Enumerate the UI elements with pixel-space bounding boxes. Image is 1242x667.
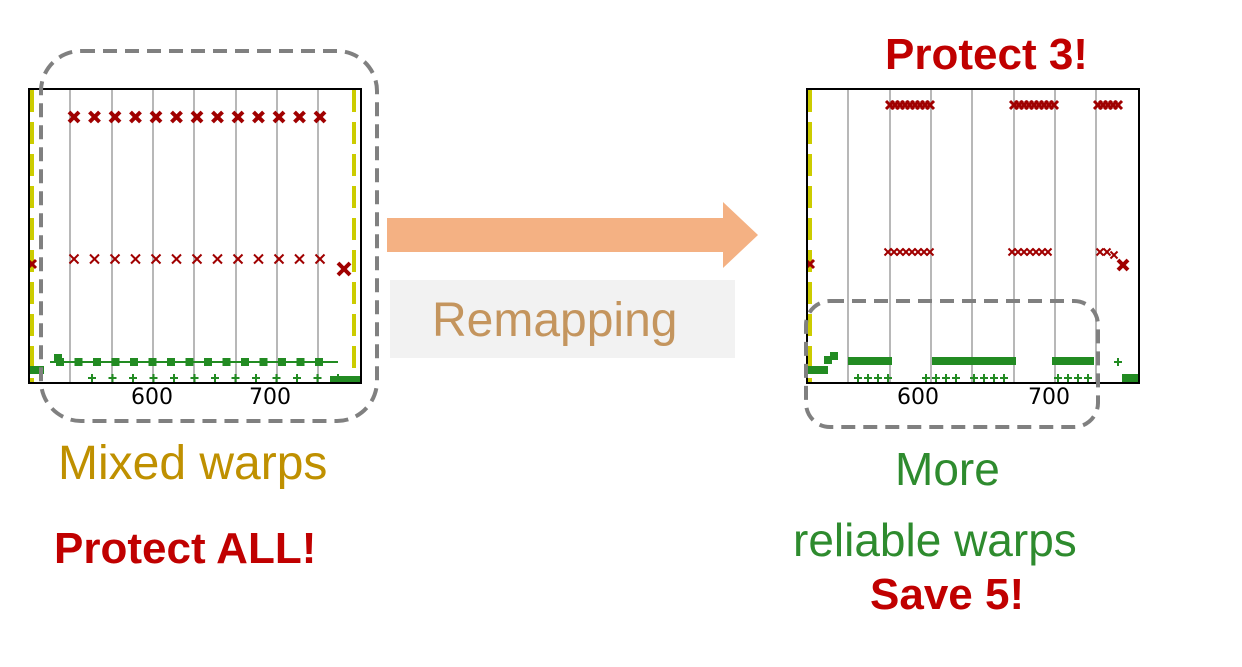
remapping-arrow (387, 202, 758, 268)
green-bar (1052, 357, 1094, 365)
x-marker (1102, 247, 1112, 257)
x-marker (212, 253, 223, 265)
x-marker (1095, 247, 1105, 257)
green-bar (932, 357, 1016, 365)
x-marker (89, 253, 100, 265)
x-marker (68, 253, 80, 265)
x-marker (252, 110, 265, 124)
left-dashed-box (39, 49, 379, 423)
green-bar (30, 366, 44, 374)
x-marker (129, 110, 142, 124)
x-marker (924, 99, 936, 111)
right-plot (806, 88, 1140, 384)
protect-3-label: Protect 3! (885, 30, 1088, 79)
square-marker (54, 354, 62, 362)
x-marker (273, 253, 285, 265)
save-5-label: Save 5! (870, 570, 1025, 619)
x-marker (272, 110, 286, 124)
square-marker (824, 356, 832, 364)
x-marker (1109, 250, 1119, 260)
x-marker (150, 253, 162, 265)
protect-all-label: Protect ALL! (54, 524, 317, 573)
x-marker (294, 253, 305, 265)
right-x-tick-700: 700 (1028, 385, 1070, 410)
x-marker (253, 253, 264, 265)
green-bar (330, 376, 360, 382)
green-bar (848, 357, 892, 365)
x-marker (88, 110, 101, 124)
x-marker (293, 110, 306, 124)
x-marker (30, 258, 38, 269)
more-caption: More (895, 443, 1000, 495)
x-marker (231, 110, 245, 124)
right-dashed-box (804, 299, 1100, 429)
x-marker (336, 261, 352, 277)
left-plot (28, 88, 362, 384)
right-x-tick-600: 600 (897, 385, 939, 410)
x-marker (149, 110, 163, 124)
x-marker (190, 110, 204, 124)
left-x-tick-600: 600 (131, 385, 173, 410)
x-marker (171, 253, 182, 265)
remapping-label: Remapping (432, 294, 678, 347)
x-marker (191, 253, 203, 265)
left-plot-canvas (30, 90, 360, 382)
x-marker (130, 253, 141, 265)
x-marker (67, 110, 81, 124)
x-marker (925, 247, 935, 257)
x-marker (170, 110, 183, 124)
green-bar (808, 366, 828, 374)
x-marker (232, 253, 244, 265)
right-plot-canvas (808, 90, 1138, 382)
x-marker (1048, 99, 1060, 111)
x-marker (1116, 258, 1130, 272)
x-marker (1043, 247, 1053, 257)
x-marker (211, 110, 224, 124)
left-x-tick-700: 700 (249, 385, 291, 410)
x-marker (808, 258, 816, 269)
x-marker (108, 110, 122, 124)
square-marker (830, 352, 838, 360)
x-marker (313, 110, 327, 124)
remapping-label-box (390, 280, 735, 358)
reliable-warps-caption: reliable warps (793, 514, 1077, 566)
x-marker (109, 253, 121, 265)
x-marker (1112, 99, 1124, 111)
x-marker (314, 253, 326, 265)
green-bar (1122, 374, 1138, 382)
mixed-warps-caption: Mixed warps (58, 437, 328, 490)
